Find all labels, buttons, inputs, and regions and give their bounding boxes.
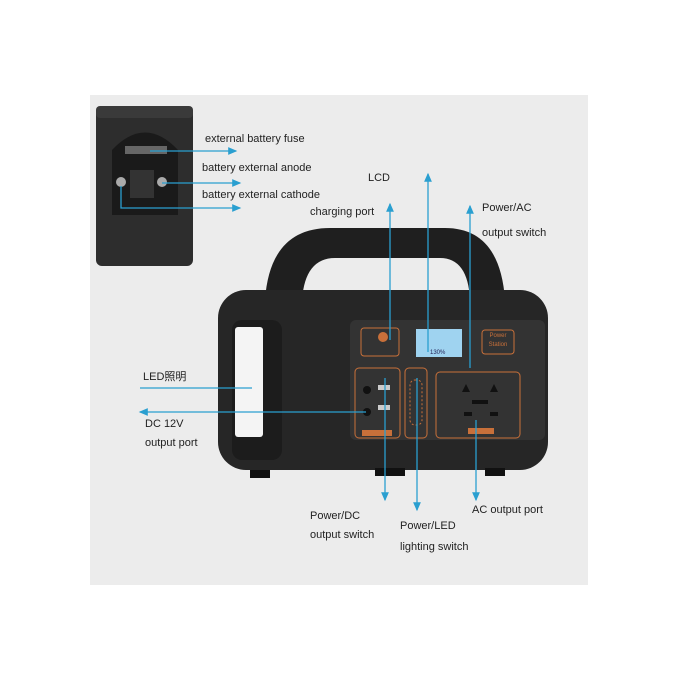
cathode-arrow	[120, 186, 242, 212]
lcd-screen	[416, 329, 462, 357]
label-power-dc-1: Power/DC	[310, 510, 361, 522]
battery-terminal-inset	[96, 106, 193, 266]
label-dc-1: DC 12V	[145, 418, 184, 430]
label-lcd: LCD	[368, 172, 391, 184]
label-fuse: external battery fuse	[205, 133, 305, 145]
label-dc-2: output port	[145, 437, 198, 449]
power-station-print: Power Station	[488, 333, 508, 348]
label-led: LED照明	[143, 371, 187, 383]
label-power-led-2: lighting switch	[400, 541, 469, 553]
label-anode: battery external anode	[202, 162, 312, 174]
label-power-ac-1: Power/AC	[482, 202, 532, 214]
handle	[265, 228, 505, 300]
led-light	[235, 327, 263, 437]
power-station-badge	[481, 329, 515, 355]
label-power-dc-2: output switch	[310, 529, 375, 541]
lcd-reading: 130%	[430, 350, 446, 356]
label-power-ac-2: output switch	[482, 227, 547, 239]
label-ac-output: AC output port	[472, 504, 543, 516]
label-power-led-1: Power/LED	[400, 520, 456, 532]
label-charging-port: charging port	[310, 206, 375, 218]
label-cathode: battery external cathode	[202, 189, 321, 201]
